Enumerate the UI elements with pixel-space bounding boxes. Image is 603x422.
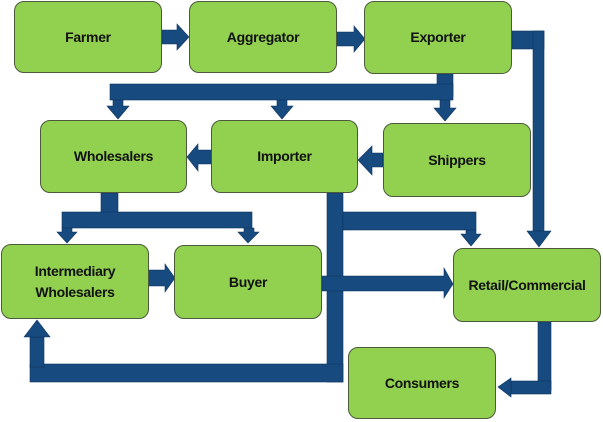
arrow-intermediary-to-buyer xyxy=(147,263,176,293)
node-shippers-label: Shippers xyxy=(428,151,486,168)
node-farmer-label: Farmer xyxy=(65,28,111,45)
connector-retail-down xyxy=(537,321,552,391)
node-wholesalers-label: Wholesalers xyxy=(73,148,154,165)
arrow-exporter-to-wholesalers xyxy=(106,99,130,120)
arrow-importer-to-wholesalers xyxy=(186,143,212,172)
connector-wholesalers-stem xyxy=(100,192,119,214)
node-wholesalers: Wholesalers xyxy=(40,120,187,193)
arrow-importer-to-intermediary xyxy=(23,319,51,338)
node-importer: Importer xyxy=(211,120,358,193)
node-buyer: Buyer xyxy=(174,245,322,319)
node-exporter-label: Exporter xyxy=(410,29,466,46)
arrow-wholesalers-to-buyer xyxy=(237,227,260,244)
node-buyer-label: Buyer xyxy=(228,273,268,290)
connector-importer-to-retail-bar xyxy=(342,211,477,231)
connector-exporter-right-vertical xyxy=(532,30,545,232)
connector-retail-to-consumers-bar xyxy=(510,380,552,395)
arrow-aggregator-to-exporter xyxy=(336,25,366,53)
arrow-shippers-to-importer xyxy=(357,145,384,176)
connector-intermediary-up xyxy=(29,336,45,368)
arrow-exporter-to-retail xyxy=(526,230,552,248)
node-importer-label: Importer xyxy=(257,148,312,165)
arrow-retail-to-consumers xyxy=(497,377,512,398)
node-farmer: Farmer xyxy=(14,1,162,73)
arrow-buyer-to-retail xyxy=(321,266,454,300)
arrow-exporter-to-shippers xyxy=(433,99,457,122)
node-retail-commercial: Retail/Commercial xyxy=(453,248,601,322)
node-aggregator: Aggregator xyxy=(189,1,337,73)
node-shippers: Shippers xyxy=(383,123,531,197)
node-consumers-label: Consumers xyxy=(384,374,460,391)
arrow-wholesalers-to-intermediary xyxy=(56,227,78,244)
node-intermediary-wholesalers-label: Intermediary Wholesalers xyxy=(34,263,116,300)
node-consumers: Consumers xyxy=(348,347,496,419)
connector-exporter-distribution-bar xyxy=(109,83,454,101)
connector-wholesalers-split-bar xyxy=(61,211,253,229)
node-retail-commercial-label: Retail/Commercial xyxy=(468,276,586,293)
arrow-farmer-to-aggregator xyxy=(161,23,190,51)
arrow-exporter-to-importer xyxy=(270,99,294,120)
node-exporter: Exporter xyxy=(364,1,512,74)
connector-importer-to-intermediary-bar xyxy=(29,363,344,383)
arrow-importer-to-retail xyxy=(460,229,482,247)
node-aggregator-label: Aggregator xyxy=(226,28,300,45)
node-intermediary-wholesalers: Intermediary Wholesalers xyxy=(1,244,149,319)
